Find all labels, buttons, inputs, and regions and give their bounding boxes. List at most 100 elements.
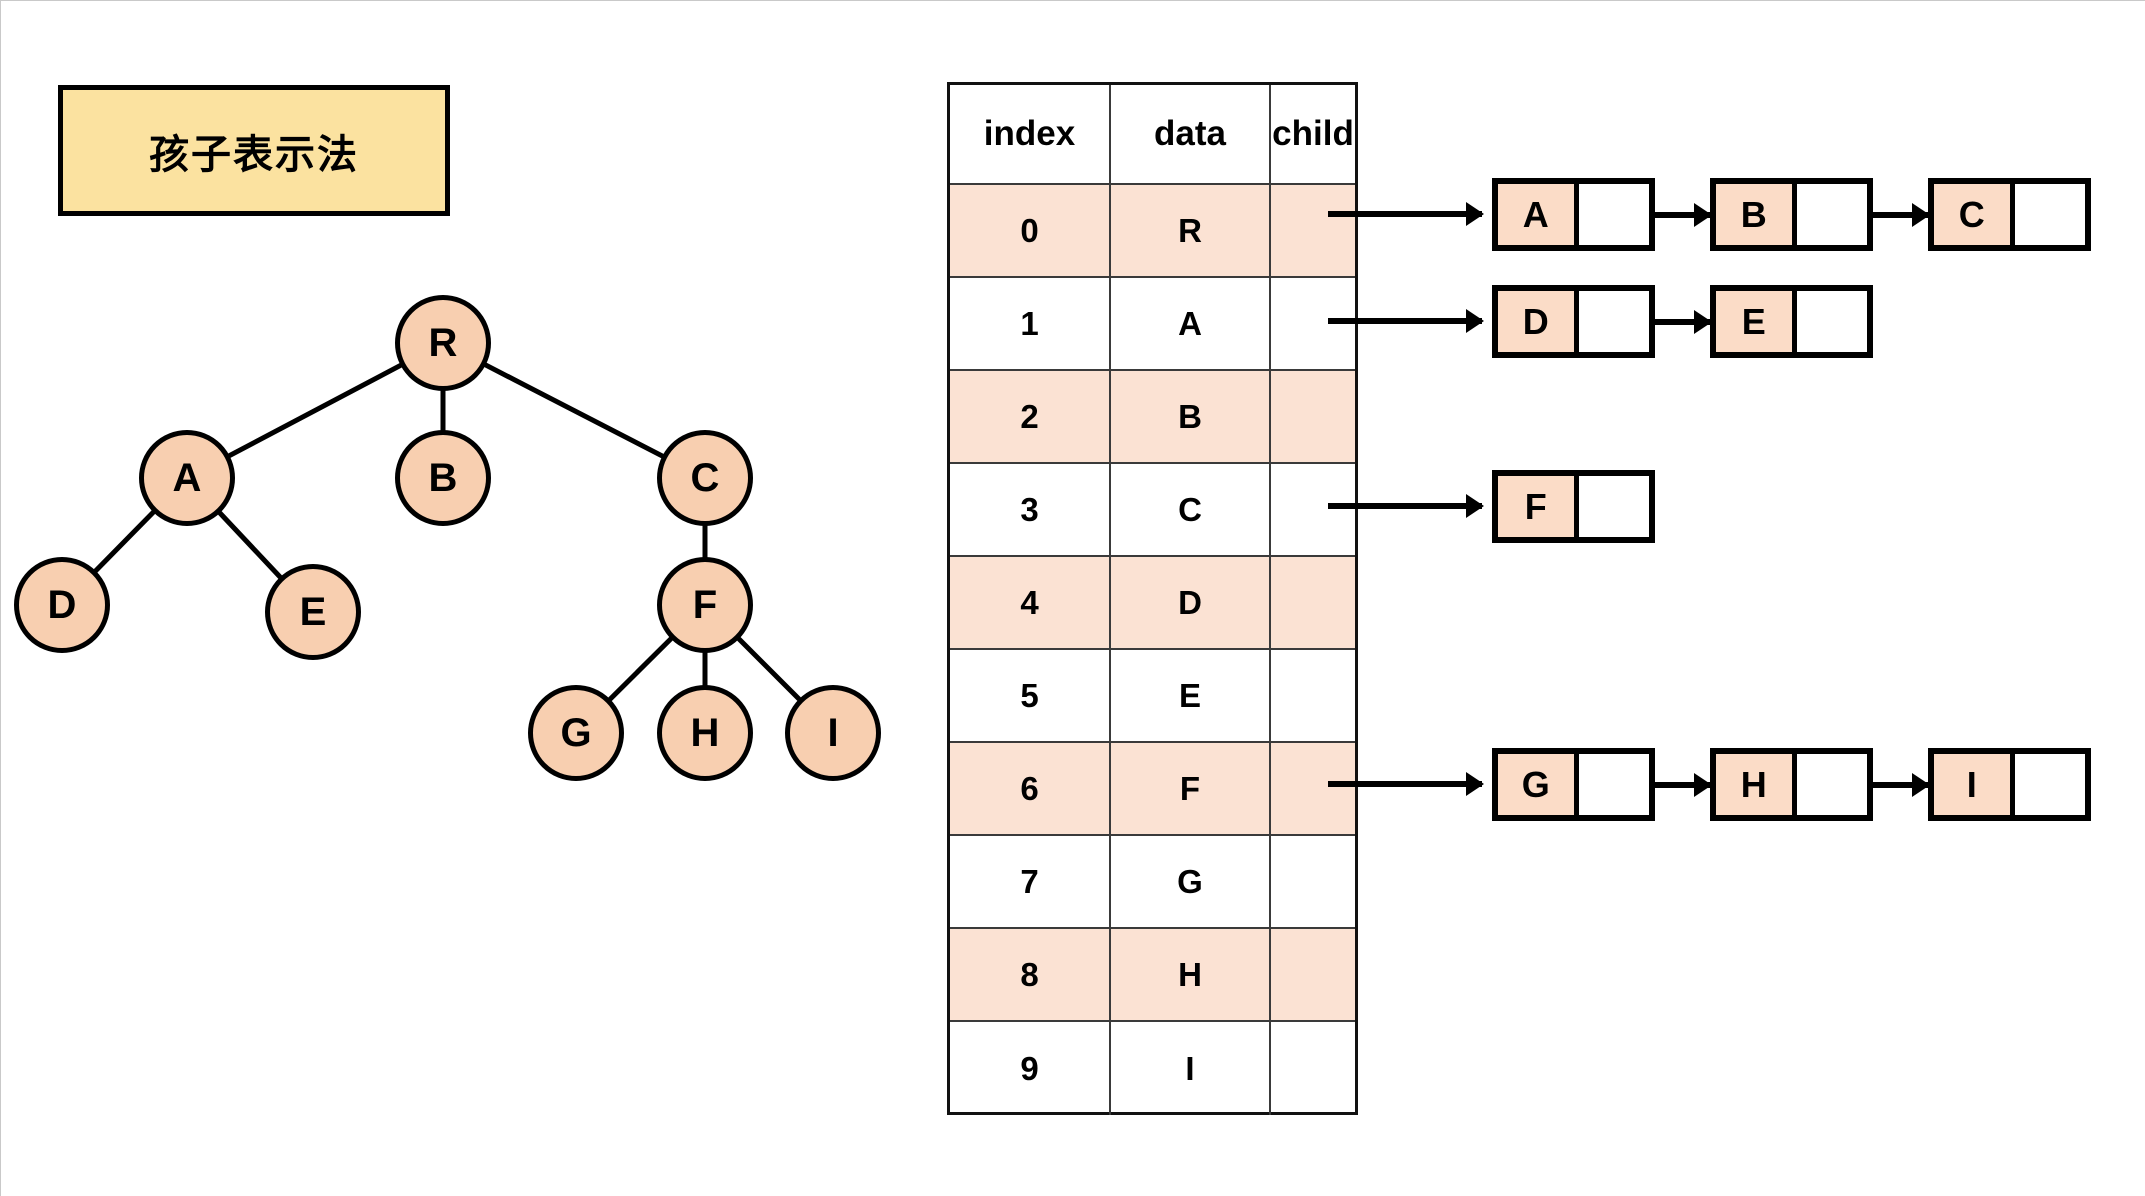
tree-edge-r-a	[226, 362, 404, 459]
tree-node-d: D	[14, 557, 110, 653]
child-pointer-arrow-row-6	[1328, 772, 1484, 796]
list-node-next-field	[1573, 291, 1649, 352]
tree-edge-a-e	[216, 509, 284, 581]
cell-data: R	[1111, 185, 1271, 276]
list-node-c: C	[1928, 178, 2091, 251]
cell-child-pointer	[1271, 650, 1355, 741]
cell-child-pointer	[1271, 464, 1355, 555]
child-pointer-arrow-row-3	[1328, 494, 1484, 518]
cell-index: 7	[950, 836, 1111, 927]
tree-node-label: R	[428, 320, 458, 365]
cell-data: F	[1111, 743, 1271, 834]
list-node-value: B	[1716, 184, 1792, 245]
list-next-arrow-icon	[1873, 202, 1930, 227]
cell-data: H	[1111, 929, 1271, 1020]
child-list-row-0: A B C	[1492, 178, 2091, 251]
tree-edge-f-g	[606, 635, 675, 703]
tree-diagram: R A B C D E F G H I	[0, 0, 960, 1196]
page-title: 孩子表示法	[149, 131, 359, 178]
list-node-f: F	[1492, 470, 1655, 543]
cell-index: 6	[950, 743, 1111, 834]
list-node-value: D	[1498, 291, 1574, 352]
tree-node-c: C	[657, 430, 753, 526]
child-pointer-arrow-row-1	[1328, 309, 1484, 333]
list-node-value: A	[1498, 184, 1574, 245]
cell-index: 9	[950, 1022, 1111, 1115]
child-list-row-3: F	[1492, 470, 1655, 543]
cell-index: 3	[950, 464, 1111, 555]
list-node-next-field	[1791, 754, 1867, 815]
cell-index: 4	[950, 557, 1111, 648]
list-node-next-field	[1791, 184, 1867, 245]
tree-node-r: R	[395, 295, 491, 391]
list-node-value: E	[1716, 291, 1792, 352]
tree-node-label: A	[172, 455, 202, 500]
cell-data: E	[1111, 650, 1271, 741]
list-node-next-field	[2009, 184, 2085, 245]
tree-edge-a-d	[92, 509, 157, 574]
list-node-h: H	[1710, 748, 1873, 821]
cell-child-pointer	[1271, 557, 1355, 648]
cell-data: B	[1111, 371, 1271, 462]
list-node-value: I	[1934, 754, 2010, 815]
child-list-row-6: G H I	[1492, 748, 2091, 821]
list-node-value: C	[1934, 184, 2010, 245]
cell-child-pointer	[1271, 1022, 1355, 1115]
tree-node-label: C	[690, 455, 720, 500]
tree-node-f: F	[657, 557, 753, 653]
column-header-index: index	[950, 85, 1111, 183]
title-box: 孩子表示法	[58, 85, 450, 216]
list-next-arrow-icon	[1873, 772, 1930, 797]
tree-edge-r-c	[482, 361, 666, 460]
cell-child-pointer	[1271, 371, 1355, 462]
list-next-arrow-icon	[1655, 772, 1712, 797]
cell-index: 1	[950, 278, 1111, 369]
cell-child-pointer	[1271, 929, 1355, 1020]
list-node-a: A	[1492, 178, 1655, 251]
tree-node-g: G	[528, 685, 624, 781]
list-node-e: E	[1710, 285, 1873, 358]
list-node-b: B	[1710, 178, 1873, 251]
cell-data: A	[1111, 278, 1271, 369]
cell-child-pointer	[1271, 185, 1355, 276]
cell-child-pointer	[1271, 836, 1355, 927]
list-node-value: F	[1498, 476, 1574, 537]
cell-index: 0	[950, 185, 1111, 276]
list-node-value: H	[1716, 754, 1792, 815]
list-node-next-field	[1573, 184, 1649, 245]
tree-node-a: A	[139, 430, 235, 526]
tree-edge-f-i	[735, 635, 803, 703]
list-node-next-field	[1573, 476, 1649, 537]
tree-edge-group	[92, 361, 803, 703]
list-node-i: I	[1928, 748, 2091, 821]
cell-data: I	[1111, 1022, 1271, 1115]
cell-child-pointer	[1271, 743, 1355, 834]
child-pointer-arrow-row-0	[1328, 202, 1484, 226]
tree-node-label: B	[428, 455, 458, 500]
cell-index: 8	[950, 929, 1111, 1020]
tree-node-label: E	[299, 589, 327, 634]
cell-data: G	[1111, 836, 1271, 927]
cell-index: 5	[950, 650, 1111, 741]
column-header-data: data	[1111, 85, 1271, 183]
tree-node-i: I	[785, 685, 881, 781]
list-node-next-field	[1791, 291, 1867, 352]
column-header-child: child	[1272, 114, 1354, 153]
tree-node-label: G	[560, 710, 592, 755]
list-node-value: G	[1498, 754, 1574, 815]
tree-node-e: E	[265, 564, 361, 660]
tree-node-label: I	[827, 710, 839, 755]
tree-node-h: H	[657, 685, 753, 781]
